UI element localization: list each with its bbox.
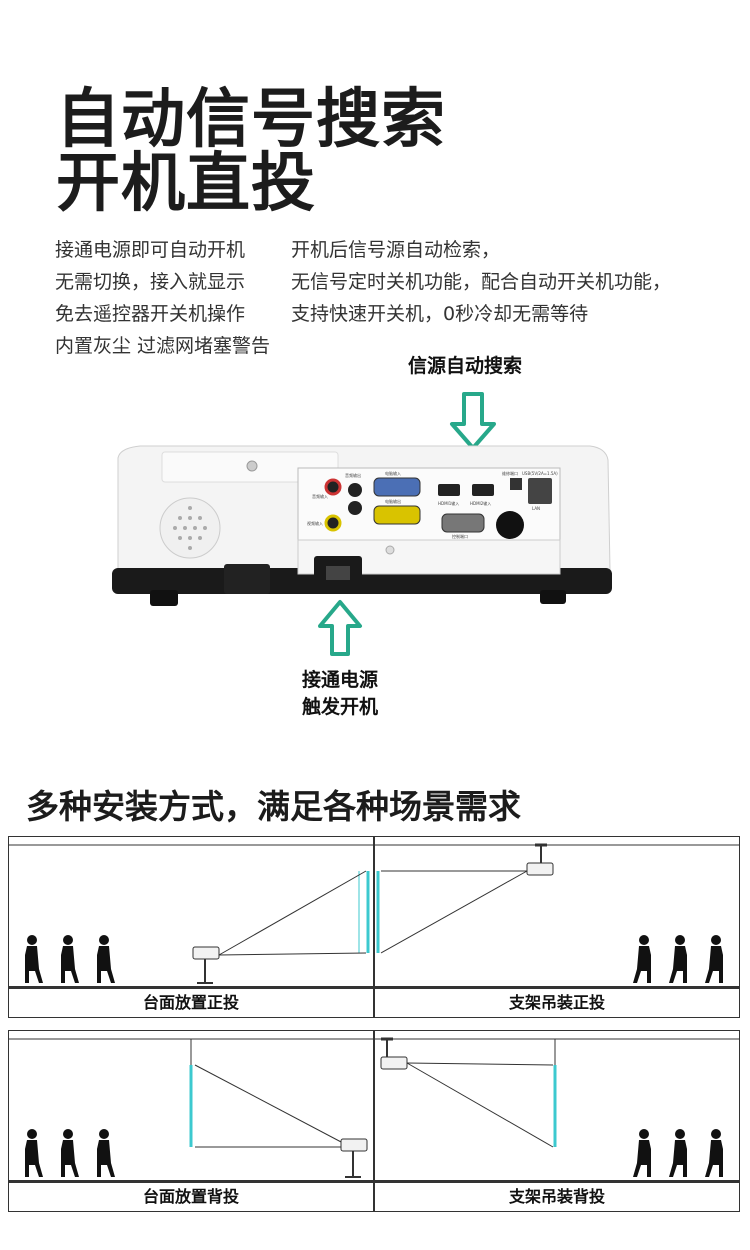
feature-left-4: 内置灰尘 过滤网堵塞警告	[55, 335, 271, 357]
feature-right-1: 开机后信号源自动检索，	[291, 239, 501, 261]
projector-rear-illustration: 音频输出 音频输入 视频输入 电脑输入 电脑输出 HDMI1输入 HDMI2输入…	[112, 392, 612, 656]
port-label-hdmi1: HDMI1输入	[438, 500, 459, 506]
port-label-lan: LAN	[532, 506, 540, 511]
port-label-audio-in: 音频输入	[312, 493, 328, 499]
install-panel-table-front: 台面放置正投	[8, 836, 374, 1018]
feature-left-1: 接通电源即可自动开机	[55, 239, 246, 261]
callout-power-line1: 接通电源	[301, 669, 378, 691]
install-section-title: 多种安装方式，满足各种场景需求	[26, 787, 521, 826]
panel-caption-table-rear: 台面放置背投	[9, 1182, 373, 1211]
panel-caption-table-front: 台面放置正投	[9, 988, 373, 1017]
arrow-up-icon	[318, 600, 362, 656]
page-title-line1: 自动信号搜索	[56, 83, 446, 157]
feature-left-2: 无需切换，接入就显示	[55, 271, 246, 293]
page-title-line2: 开机直投	[56, 147, 316, 221]
port-label-hdmi2: HDMI2输入	[470, 500, 491, 506]
port-label-audio-out: 音频输出	[345, 472, 361, 478]
port-label-video-in: 视频输入	[307, 520, 323, 526]
feature-left-3: 免去遥控器开关机操作	[55, 303, 246, 325]
port-label-control: 控制端口	[452, 533, 468, 539]
callout-signal-search: 信源自动搜索	[407, 355, 522, 377]
panel-caption-ceiling-rear: 支架吊装背投	[375, 1182, 739, 1211]
install-panel-ceiling-front: 支架吊装正投	[374, 836, 740, 1018]
install-panel-table-rear: 台面放置背投	[8, 1030, 374, 1212]
panel-caption-ceiling-front: 支架吊装正投	[375, 988, 739, 1017]
port-label-pc-in: 电脑输入	[385, 470, 401, 476]
install-panel-ceiling-rear: 支架吊装背投	[374, 1030, 740, 1212]
port-label-usb-power: USB(5V/2A=1.5A)	[522, 471, 558, 476]
port-label-pc-out: 电脑输出	[385, 498, 401, 504]
arrow-down-icon	[450, 392, 496, 450]
port-label-service: 维修端口	[502, 470, 518, 476]
callout-power-line2: 触发开机	[301, 696, 378, 718]
feature-right-2: 无信号定时关机功能，配合自动开关机功能，	[291, 271, 672, 293]
feature-right-3: 支持快速开关机，0秒冷却无需等待	[291, 303, 589, 325]
